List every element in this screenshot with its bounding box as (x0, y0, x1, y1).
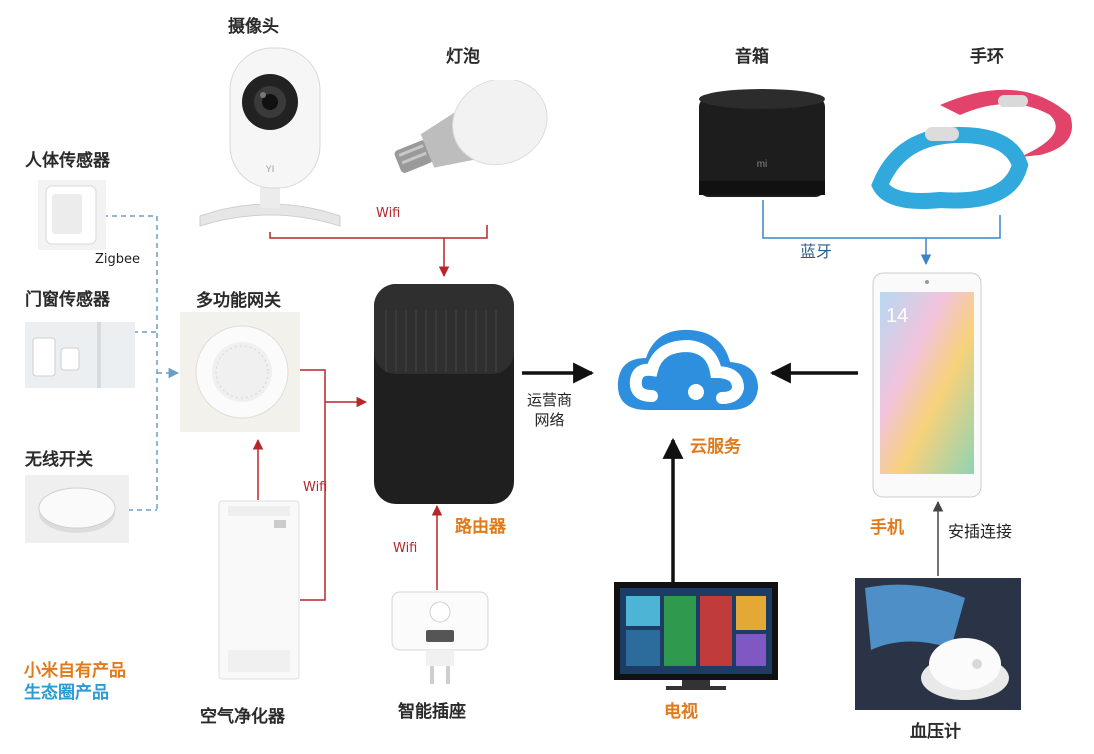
label-bulb: 灯泡 (446, 47, 480, 67)
label-smart-plug: 智能插座 (398, 702, 466, 722)
label-switch: 无线开关 (25, 450, 93, 470)
label-speaker: 音箱 (735, 47, 769, 67)
label-gateway: 多功能网关 (196, 291, 281, 311)
legend-eco-product: 生态圈产品 (24, 683, 109, 703)
camera-logo: YI (266, 164, 275, 174)
label-door-sensor: 门窗传感器 (25, 290, 110, 310)
label-cloud: 云服务 (690, 437, 741, 457)
router-image (374, 284, 514, 504)
bulb-image (394, 80, 548, 173)
label-router: 路由器 (455, 517, 506, 537)
label-air-purifier: 空气净化器 (200, 707, 285, 727)
label-carrier-line1: 运营商 (527, 391, 573, 409)
label-bp-monitor: 血压计 (910, 722, 961, 742)
cloud-image (617, 329, 758, 410)
legend: 小米自有产品 生态圈产品 (24, 660, 126, 704)
label-zigbee: Zigbee (95, 252, 141, 267)
label-phone: 手机 (870, 518, 904, 538)
label-carrier-line2: 网络 (534, 411, 565, 429)
label-plugin: 安插连接 (948, 522, 1013, 541)
smart-plug-image (391, 591, 489, 684)
label-bluetooth: 蓝牙 (800, 242, 833, 261)
bp-monitor-image (855, 578, 1021, 710)
speaker-logo: mi (757, 159, 768, 170)
label-camera: 摄像头 (228, 17, 279, 37)
label-body-sensor: 人体传感器 (25, 151, 110, 171)
gateway-image (180, 312, 300, 432)
door-sensor-image (25, 322, 135, 388)
label-wifi-top: Wifi (376, 206, 401, 221)
label-tv: 电视 (664, 702, 698, 722)
band-image (871, 89, 1072, 209)
label-band: 手环 (970, 47, 1004, 67)
air-purifier-image (218, 500, 300, 680)
label-wifi-mid: Wifi (303, 480, 328, 495)
phone-image: 14 (872, 272, 982, 498)
label-carrier-network: 运营商 网络 (527, 390, 572, 430)
speaker-image: mi (699, 89, 825, 197)
phone-clock: 14 (886, 305, 908, 327)
switch-image (25, 475, 129, 543)
label-wifi-plug: Wifi (393, 541, 418, 556)
legend-own-product: 小米自有产品 (24, 661, 126, 681)
body-sensor-image (38, 180, 106, 250)
tv-image (614, 582, 778, 690)
camera-image: YI (199, 47, 341, 227)
